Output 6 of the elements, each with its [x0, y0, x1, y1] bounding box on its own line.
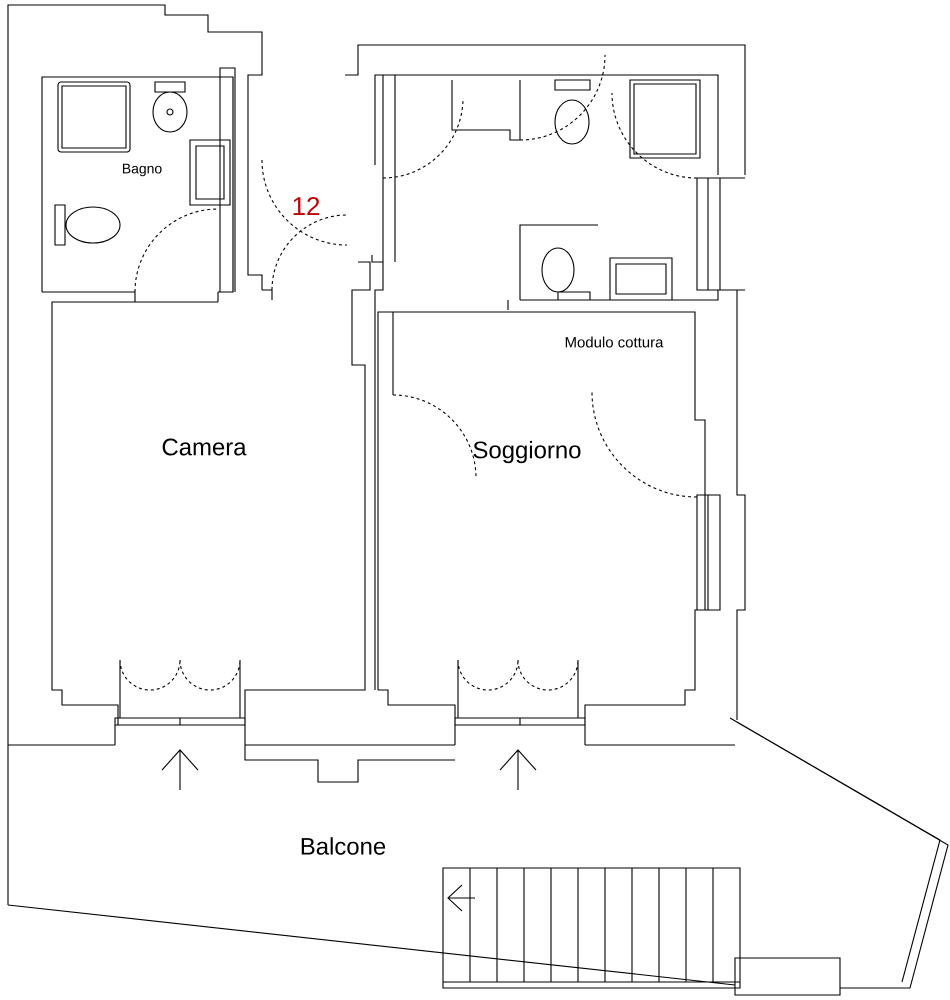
unit-number: 12 — [294, 196, 320, 216]
room-label: Camera — [162, 438, 246, 456]
room-label: Soggiorno — [474, 440, 580, 464]
room-label: Balcone — [302, 837, 386, 855]
room-label: Bagno — [122, 164, 162, 176]
room-label: Modulo cottura — [566, 336, 664, 348]
